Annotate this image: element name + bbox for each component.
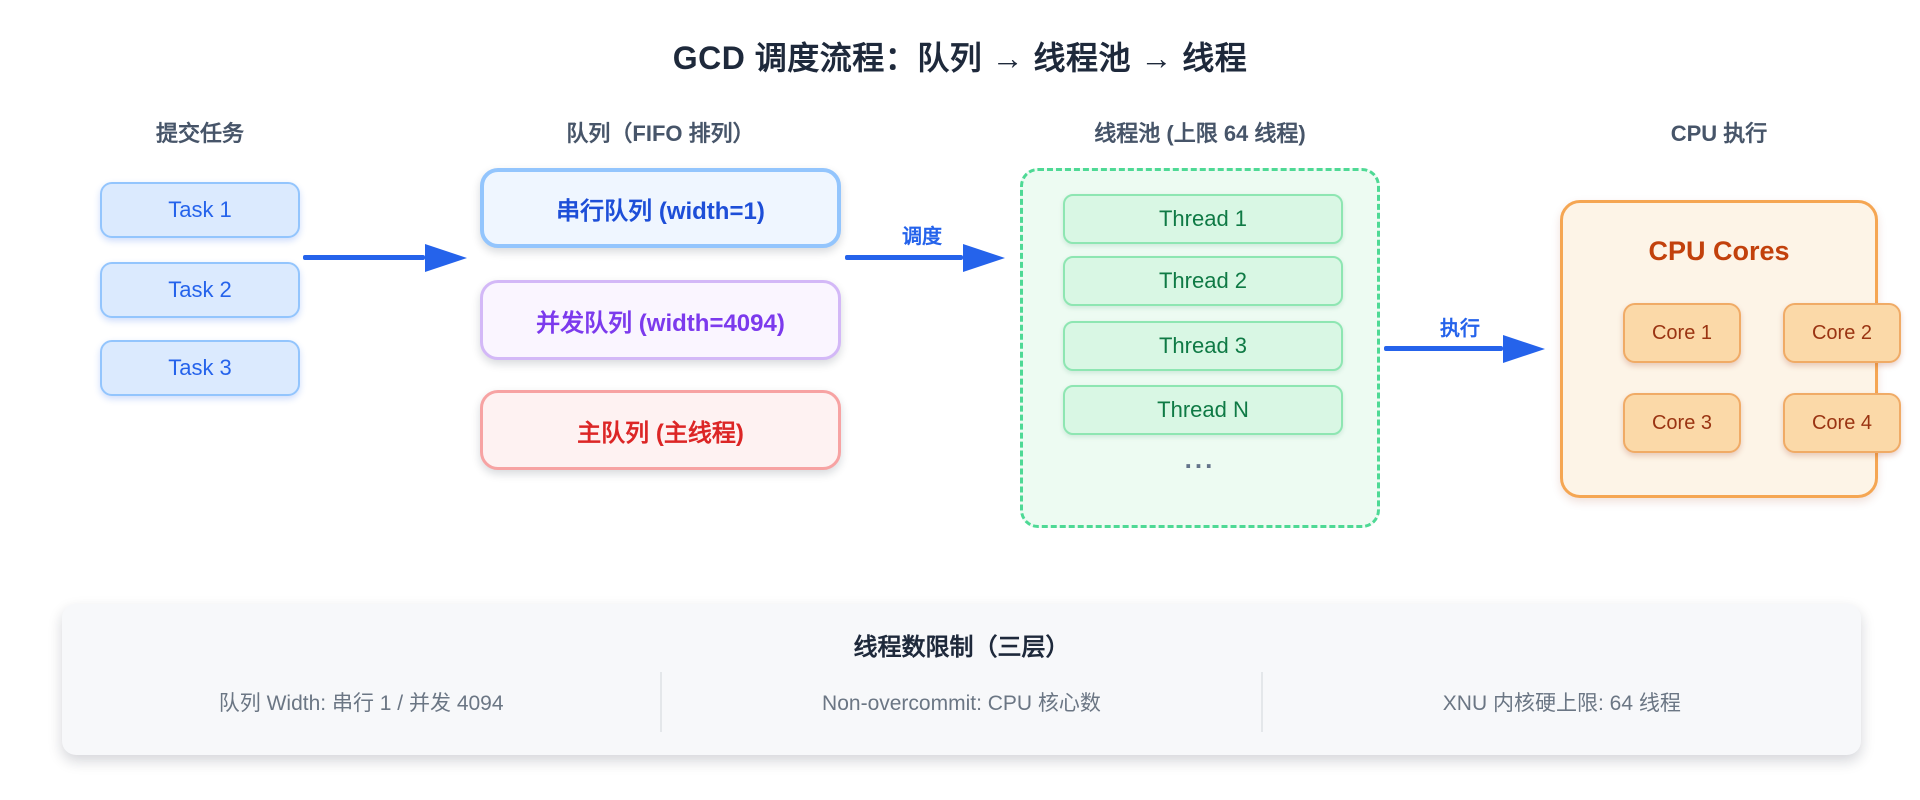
serial-queue-box: 串行队列 (width=1): [480, 168, 841, 248]
divider: [660, 672, 663, 732]
task-box: Task 2: [100, 262, 300, 318]
arrow-head-icon: [963, 244, 1005, 272]
limit-item: 队列 Width: 串行 1 / 并发 4094: [218, 692, 504, 715]
main-queue-box: 主队列 (主线程): [480, 390, 841, 470]
arrow-head-icon: [425, 244, 467, 272]
thread-pool-box: Thread 1 Thread 2 Thread 3 Thread N ...: [1020, 168, 1380, 528]
thread-pool-column-header: 线程池 (上限 64 线程): [1094, 121, 1306, 146]
thread-box: Thread 2: [1063, 256, 1343, 306]
core-box: Core 3: [1623, 393, 1741, 453]
cpu-cores-title: CPU Cores: [1648, 235, 1790, 266]
core-box: Core 1: [1623, 303, 1741, 363]
limit-item: XNU 内核硬上限: 64 线程: [1442, 692, 1681, 715]
arrow-line: [303, 255, 425, 260]
thread-box: Thread 3: [1063, 321, 1343, 371]
limits-panel: 线程数限制（三层） 队列 Width: 串行 1 / 并发 4094 Non-o…: [62, 604, 1861, 755]
thread-box: Thread 1: [1063, 194, 1343, 244]
core-box: Core 2: [1783, 303, 1901, 363]
limit-item: Non-overcommit: CPU 核心数: [822, 692, 1101, 715]
queue-column-header: 队列（FIFO 排列）: [566, 121, 755, 146]
cpu-column-header: CPU 执行: [1670, 121, 1768, 146]
task-box: Task 3: [100, 340, 300, 396]
core-box: Core 4: [1783, 393, 1901, 453]
arrow-line: [845, 255, 963, 260]
submit-column-header: 提交任务: [155, 121, 244, 146]
concurrent-queue-box: 并发队列 (width=4094): [480, 280, 841, 360]
diagram-title: GCD 调度流程：队列 → 线程池 → 线程: [672, 40, 1248, 76]
limits-panel-title: 线程数限制（三层）: [853, 633, 1070, 661]
task-box: Task 1: [100, 182, 300, 238]
divider: [1260, 672, 1263, 732]
cpu-cores-box: CPU Cores Core 1 Core 2 Core 3 Core 4: [1560, 200, 1901, 498]
arrow-line: [1384, 346, 1503, 351]
arrow-head-icon: [1503, 335, 1545, 363]
schedule-arrow-label: 调度: [902, 225, 942, 248]
limits-row: 队列 Width: 串行 1 / 并发 4094 Non-overcommit:…: [62, 670, 1861, 734]
thread-box: Thread N: [1063, 385, 1343, 435]
thread-pool-ellipsis: ...: [1184, 443, 1216, 474]
execute-arrow-label: 执行: [1440, 317, 1480, 340]
